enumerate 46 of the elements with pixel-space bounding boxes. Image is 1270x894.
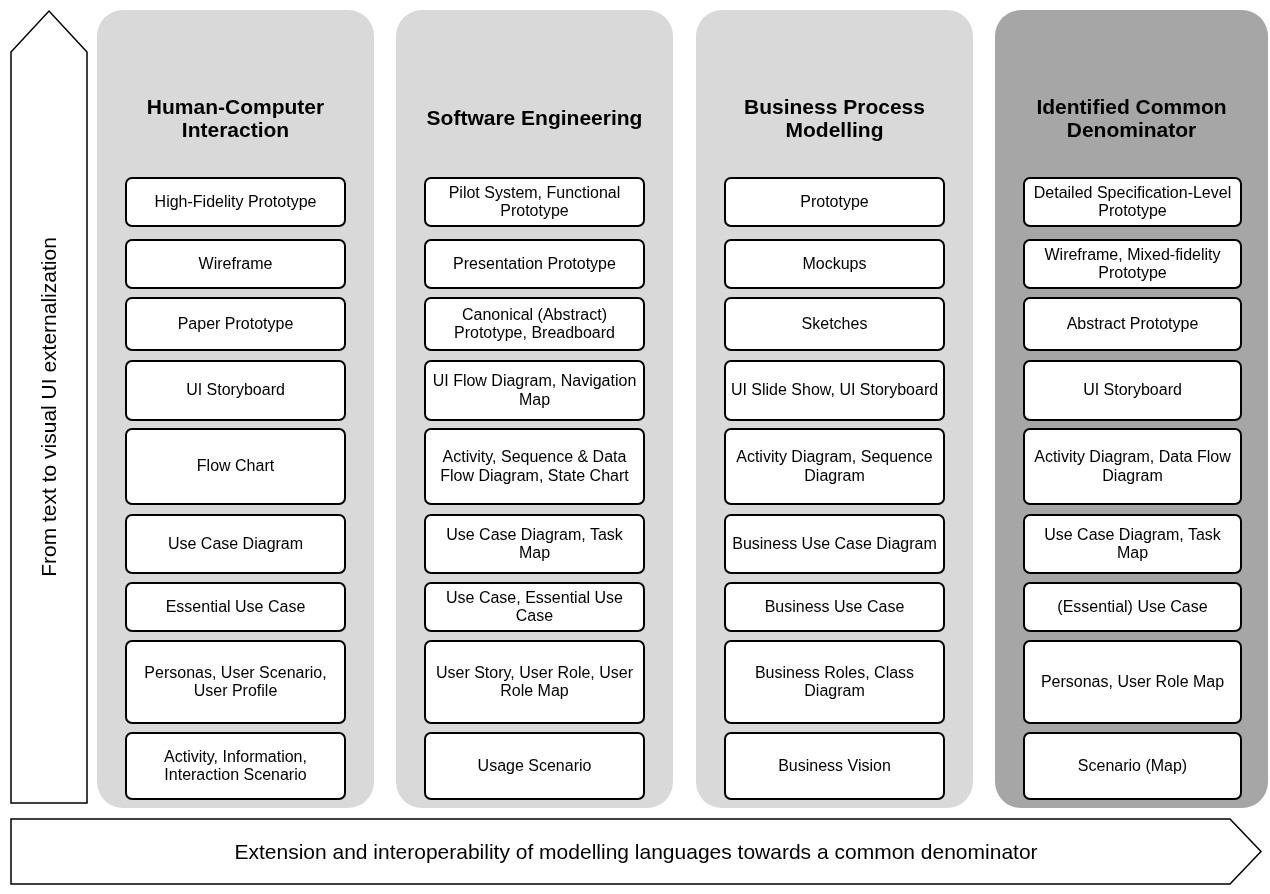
term-box: Essential Use Case <box>125 582 346 632</box>
term-box: Use Case Diagram <box>125 514 346 574</box>
term-box: Detailed Specification-Level Prototype <box>1023 177 1242 227</box>
term-box: UI Slide Show, UI Storyboard <box>724 360 945 421</box>
term-box: Presentation Prototype <box>424 239 645 289</box>
term-box: Business Vision <box>724 732 945 800</box>
arrow-label: Extension and interoperability of modelling languages towards a common denominator <box>234 839 1038 864</box>
term-box: Paper Prototype <box>125 297 346 351</box>
term-box: Flow Chart <box>125 428 346 505</box>
term-box: Activity, Sequence & Data Flow Diagram, State Chart <box>424 428 645 505</box>
term-box: UI Storyboard <box>1023 360 1242 421</box>
term-box: UI Flow Diagram, Navigation Map <box>424 360 645 421</box>
term-box: Canonical (Abstract) Prototype, Breadboard <box>424 297 645 351</box>
term-box: (Essential) Use Case <box>1023 582 1242 632</box>
term-box: Use Case, Essential Use Case <box>424 582 645 632</box>
term-box: Scenario (Map) <box>1023 732 1242 800</box>
term-box: Pilot System, Functional Prototype <box>424 177 645 227</box>
column-heading: Software Engineering <box>426 106 643 130</box>
arrow-label: From text to visual UI externalization <box>37 236 61 577</box>
term-box: High-Fidelity Prototype <box>125 177 346 227</box>
term-box: Activity Diagram, Sequence Diagram <box>724 428 945 505</box>
term-box: Personas, User Scenario, User Profile <box>125 640 346 724</box>
column-panel <box>396 10 673 808</box>
term-box: Abstract Prototype <box>1023 297 1242 351</box>
term-box: Mockups <box>724 239 945 289</box>
term-box: Usage Scenario <box>424 732 645 800</box>
term-box: Business Use Case <box>724 582 945 632</box>
term-box: Wireframe <box>125 239 346 289</box>
term-box: Prototype <box>724 177 945 227</box>
term-box: Business Roles, Class Diagram <box>724 640 945 724</box>
column-heading: Identified Common Denominator <box>1035 94 1228 142</box>
column-heading: Human-Computer Interaction <box>145 94 326 142</box>
column-panel <box>696 10 973 808</box>
term-box: Sketches <box>724 297 945 351</box>
term-box: Business Use Case Diagram <box>724 514 945 574</box>
term-box: UI Storyboard <box>125 360 346 421</box>
term-box: Activity Diagram, Data Flow Diagram <box>1023 428 1242 505</box>
column-panel <box>97 10 374 808</box>
term-box: Use Case Diagram, Task Map <box>424 514 645 574</box>
term-box: Use Case Diagram, Task Map <box>1023 514 1242 574</box>
term-box: User Story, User Role, User Role Map <box>424 640 645 724</box>
term-box: Activity, Information, Interaction Scenario <box>125 732 346 800</box>
term-box: Personas, User Role Map <box>1023 640 1242 724</box>
column-panel <box>995 10 1268 808</box>
column-heading: Business Process Modelling <box>743 94 926 142</box>
term-box: Wireframe, Mixed-fidelity Prototype <box>1023 239 1242 289</box>
